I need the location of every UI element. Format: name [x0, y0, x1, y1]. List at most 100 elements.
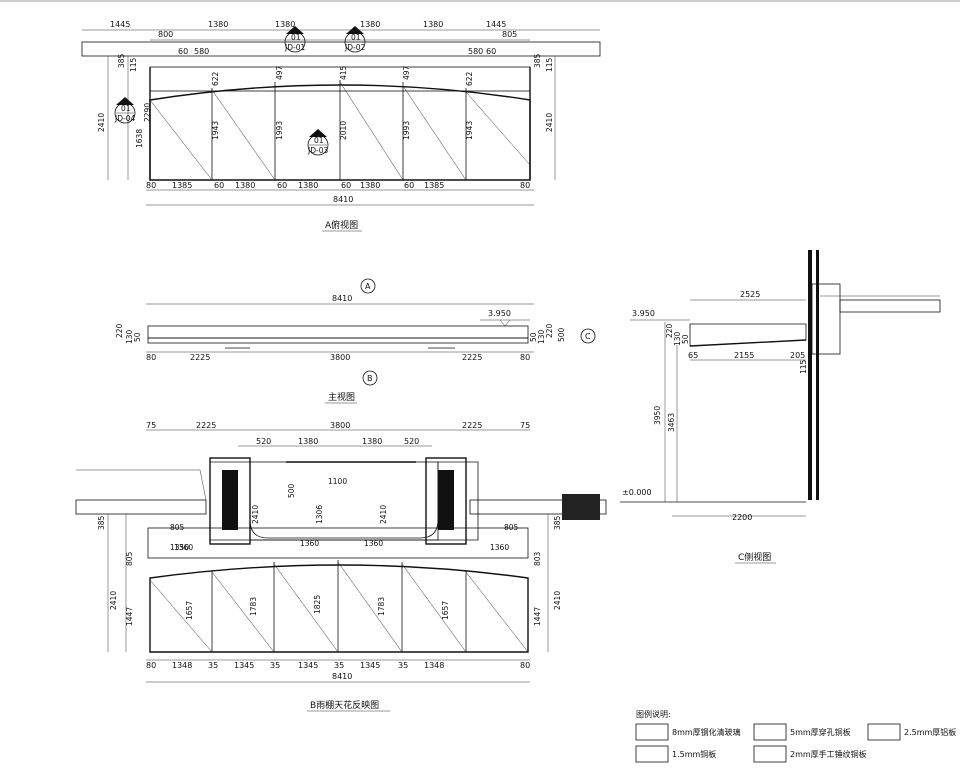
section-callout-jd01: 01 JD-01 — [284, 26, 305, 53]
ceiling-top-dim: 3800 — [330, 421, 350, 430]
side-view-top-dim: 2525 — [740, 290, 760, 299]
ceiling-panel-dim: 1783 — [377, 597, 386, 616]
ceiling-inner-label: 1360 — [300, 539, 319, 548]
top-view-dim: 580 — [194, 47, 209, 56]
legend-label: 2.5mm厚铝板 — [904, 727, 956, 737]
ceiling-inner-vert: 500 — [287, 483, 296, 498]
top-view-dim: 60 — [486, 47, 496, 56]
ceiling-left-dim: 385 — [97, 515, 106, 530]
ceiling-top-dim: 75 — [146, 421, 156, 430]
top-view-dim: 805 — [502, 30, 517, 39]
ceiling-sub-dim: 1380 — [298, 437, 318, 446]
marker-a-label: A — [365, 282, 371, 291]
ceiling-bottom-dim: 1348 — [424, 661, 444, 670]
top-view-bottom-dim: 60 — [214, 181, 224, 190]
front-view-left-dim: 220 — [115, 323, 124, 338]
ceiling-right-dim: 803 — [533, 551, 542, 566]
front-view-left-dim: 50 — [133, 332, 142, 342]
side-view-title: C侧视图 — [738, 551, 771, 563]
callout-num: 01 — [121, 104, 131, 113]
top-view-bottom-dim: 1385 — [424, 181, 444, 190]
ceiling-left-dim: 2410 — [109, 591, 118, 610]
marker-c: C — [580, 328, 596, 344]
side-view-mid-dim: 65 — [688, 351, 698, 360]
front-view-bottom-dim: 2225 — [462, 353, 482, 362]
legend-label: 5mm厚穿孔铜板 — [790, 727, 851, 737]
side-view-small-dim: 130 — [673, 331, 682, 346]
side-view: 2525 3.950 65 2155 205 220 130 50 115 39… — [620, 250, 941, 564]
top-view-inner-dim: 622 — [211, 71, 220, 86]
callout-num: 01 — [291, 33, 301, 42]
section-callout-jd02: 01 JD-02 — [344, 26, 365, 53]
ceiling-inner-label: 1360 — [490, 543, 509, 552]
top-view-right-dim: 115 — [545, 57, 554, 72]
legend-label: 2mm厚手工锤纹铜板 — [790, 749, 867, 759]
side-view-small-dim: 220 — [665, 323, 674, 338]
legend-title: 图例说明: — [636, 709, 671, 719]
legend-label: 1.5mm铜板 — [672, 749, 716, 759]
top-view-bottom-dim: 1380 — [298, 181, 318, 190]
top-view-inner-dim: 622 — [465, 71, 474, 86]
top-view-inner-dim: 1993 — [402, 121, 411, 140]
front-view-bottom-dim: 3800 — [330, 353, 350, 362]
top-view-inner-dim: 497 — [275, 65, 284, 80]
top-view-dim: 60 — [178, 47, 188, 56]
top-view-dim: 800 — [158, 30, 173, 39]
top-view-dim: 1445 — [110, 20, 130, 29]
legend: 图例说明: 8mm厚钢化清玻璃 5mm厚穿孔铜板 2.5mm厚铝板 1.5mm铜… — [635, 709, 956, 763]
top-view: 1445 1380 1380 1380 1380 1445 800 60 580… — [81, 20, 601, 232]
callout-num: 01 — [314, 136, 324, 145]
legend-swatch — [635, 723, 669, 741]
ceiling-bottom-dim: 35 — [398, 661, 408, 670]
front-view-bottom-dim: 2225 — [190, 353, 210, 362]
side-view-level-top: 3.950 — [632, 309, 655, 318]
top-view-inner-dim: 1993 — [275, 121, 284, 140]
legend-label: 8mm厚钢化清玻璃 — [672, 727, 741, 737]
ceiling-right-dim: 385 — [553, 515, 562, 530]
ceiling-panel-dim: 1657 — [185, 601, 194, 620]
ceiling-panel-dim: 1825 — [313, 595, 322, 614]
marker-c-label: C — [585, 332, 591, 341]
front-view-right-dim: 50 — [529, 332, 538, 342]
legend-item-perforated-copper: 5mm厚穿孔铜板 — [753, 723, 851, 741]
ceiling-top-dim: 2225 — [196, 421, 216, 430]
side-view-mid-dim: 2155 — [734, 351, 754, 360]
top-view-bottom-dim: 80 — [146, 181, 156, 190]
side-view-level-bottom: ±0.000 — [622, 488, 652, 497]
legend-item-hammered-copper: 2mm厚手工锤纹铜板 — [753, 745, 867, 763]
ceiling-panel-dim: 1657 — [441, 601, 450, 620]
ceiling-sub-dim: 1380 — [362, 437, 382, 446]
ceiling-bottom-dim: 35 — [334, 661, 344, 670]
ceiling-left-dim: 1350 — [170, 543, 189, 552]
ceiling-top-dim: 75 — [520, 421, 530, 430]
ceiling-left-dim: 805 — [125, 551, 134, 566]
ceiling-inner-vert: 2410 — [251, 505, 260, 524]
ceiling-inner-vert: 1306 — [315, 505, 324, 524]
top-view-right-dim: 2410 — [545, 113, 554, 132]
ceiling-panel-dim: 1783 — [249, 597, 258, 616]
legend-item-copper-sheet: 1.5mm铜板 — [635, 745, 716, 763]
side-view-small-dim: 50 — [681, 334, 690, 344]
top-view-title: A俯视图 — [325, 219, 358, 231]
marker-b: B — [362, 370, 378, 386]
front-view-right-dim: 500 — [557, 327, 566, 342]
ceiling-sub-dim: 520 — [256, 437, 271, 446]
top-view-dim: 1380 — [423, 20, 443, 29]
front-view-total: 8410 — [332, 294, 352, 303]
ceiling-left-dim: 805 — [170, 523, 185, 532]
ceiling-view-title: B雨棚天花反映图 — [310, 699, 379, 711]
top-view-left-dim: 385 — [117, 53, 126, 68]
ceiling-bottom-dim: 80 — [146, 661, 156, 670]
ceiling-top-dim: 2225 — [462, 421, 482, 430]
callout-ref: JD-02 — [344, 43, 365, 52]
ceiling-inner-label: 1360 — [364, 539, 383, 548]
ceiling-inner-label: 1360 — [174, 543, 193, 552]
front-view: A 8410 3.950 80 2225 3800 2225 80 220 13… — [115, 278, 596, 404]
front-view-title: 主视图 — [328, 391, 355, 403]
top-view-left-dim: 115 — [129, 57, 138, 72]
front-view-right-dim: 220 — [545, 323, 554, 338]
top-view-left-dim: 2410 — [97, 113, 106, 132]
ceiling-bottom-dim: 1345 — [298, 661, 318, 670]
callout-ref: JD-03 — [307, 146, 328, 155]
